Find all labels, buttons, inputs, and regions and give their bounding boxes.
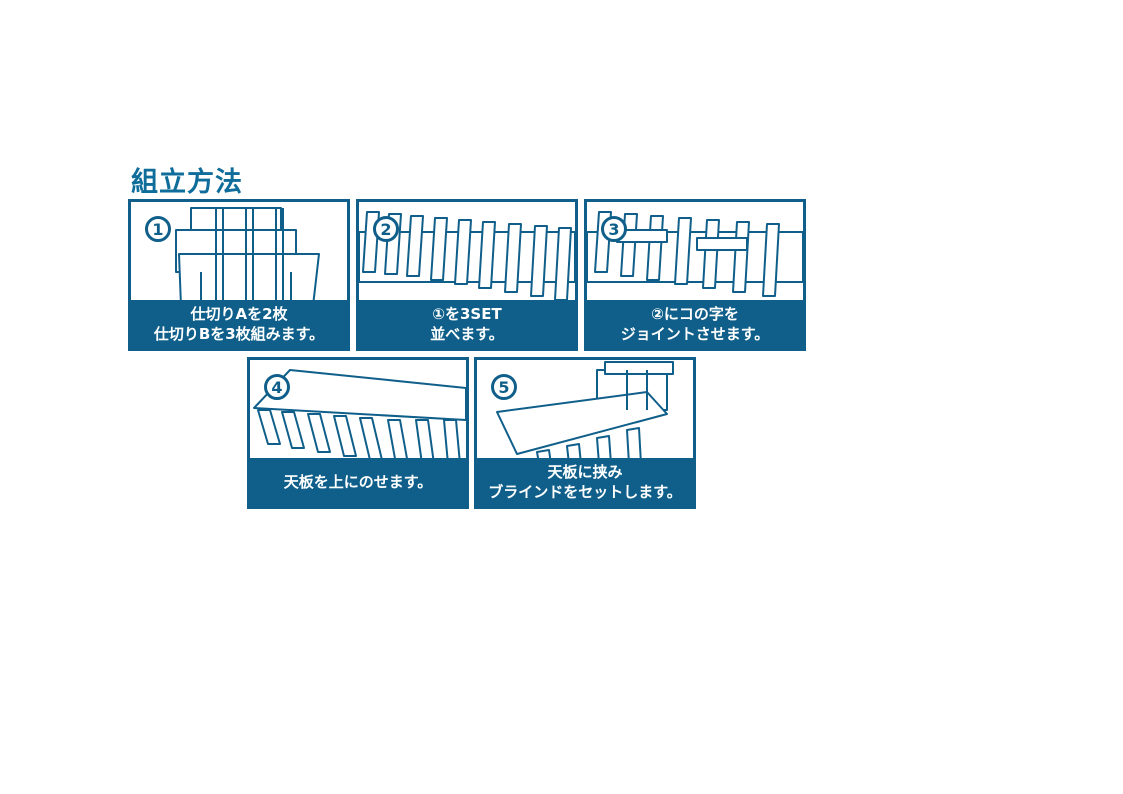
step-5-illustration xyxy=(496,361,674,464)
step-5-panel: 5 天板に挟み ブラインドをセットします。 xyxy=(474,357,696,509)
step-3-caption: ②にコの字を ジョイントさせます。 xyxy=(587,300,803,348)
step-number-badge: 3 xyxy=(601,216,627,242)
step-number-badge: 5 xyxy=(491,374,517,400)
step-1-caption-line2: 仕切りBを3枚組みます。 xyxy=(153,325,325,343)
step-3-caption-line2: ジョイントさせます。 xyxy=(620,325,770,343)
step-5-caption-line2: ブラインドをセットします。 xyxy=(488,483,682,501)
step-3-caption-line1: ②にコの字を xyxy=(651,305,739,323)
step-number-badge: 2 xyxy=(373,216,399,242)
step-number-badge: 1 xyxy=(145,216,171,242)
step-1-caption-line1: 仕切りAを2枚 xyxy=(190,305,288,323)
step-4-panel: 4 天板を上にのせます。 xyxy=(247,357,469,509)
step-2-caption-line1: ①を3SET xyxy=(432,305,502,323)
step-2-caption: ①を3SET 並べます。 xyxy=(359,300,575,348)
step-1-caption: 仕切りAを2枚 仕切りBを3枚組みます。 xyxy=(131,300,347,348)
step-number-badge: 4 xyxy=(264,374,290,400)
step-3-panel: 3 ②にコの字を ジョイントさせます。 xyxy=(584,199,806,351)
step-4-caption-line1: 天板を上にのせます。 xyxy=(283,473,433,491)
step-4-caption: 天板を上にのせます。 xyxy=(250,458,466,506)
step-5-caption: 天板に挟み ブラインドをセットします。 xyxy=(477,458,693,506)
step-2-caption-line2: 並べます。 xyxy=(430,325,504,343)
step-1-panel: 1 仕切りAを2枚 仕切りBを3枚組みます。 xyxy=(128,199,350,351)
step-5-caption-line1: 天板に挟み xyxy=(547,463,623,481)
step-2-panel: 2 ①を3SET 並べます。 xyxy=(356,199,578,351)
step-2-illustration xyxy=(359,211,575,301)
step-4-illustration xyxy=(253,369,466,464)
step-1-illustration xyxy=(175,207,320,306)
page-title: 組立方法 xyxy=(131,167,243,198)
